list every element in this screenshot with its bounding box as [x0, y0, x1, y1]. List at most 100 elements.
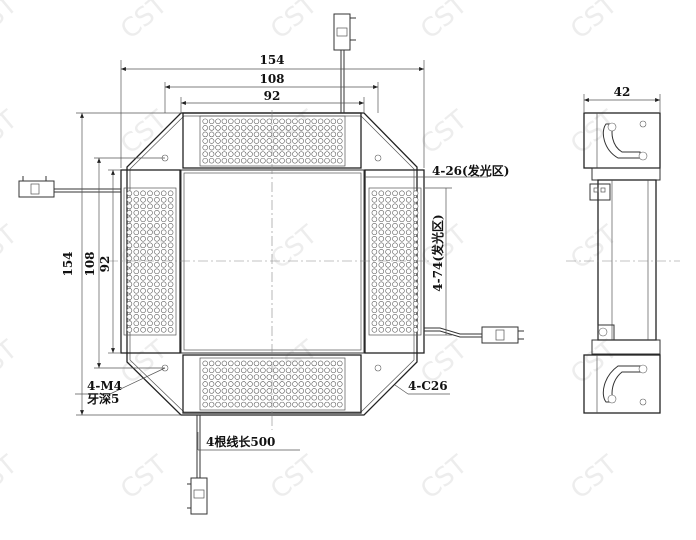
led	[305, 381, 311, 387]
led	[272, 394, 279, 401]
led	[260, 144, 266, 151]
led	[392, 255, 398, 262]
led	[371, 223, 378, 229]
led	[385, 262, 391, 268]
led	[167, 281, 174, 288]
led	[405, 268, 412, 275]
led	[298, 394, 305, 401]
led	[202, 151, 208, 157]
led	[253, 388, 260, 394]
led	[266, 131, 273, 138]
led	[298, 125, 305, 131]
led	[147, 210, 153, 216]
led	[234, 125, 241, 131]
led	[392, 242, 398, 249]
led	[240, 388, 247, 394]
led	[215, 125, 221, 131]
led	[337, 374, 343, 380]
label-emit-area-74: 4-74(发光区)	[430, 214, 445, 291]
led	[167, 203, 174, 210]
led	[140, 301, 146, 307]
led	[240, 157, 247, 164]
led	[160, 320, 167, 327]
led	[405, 320, 412, 327]
led	[202, 394, 208, 401]
led	[392, 314, 398, 320]
led	[311, 367, 317, 374]
led	[154, 294, 160, 301]
led	[160, 307, 167, 314]
led	[292, 125, 298, 131]
led	[260, 388, 266, 394]
led	[126, 223, 133, 229]
led	[405, 236, 412, 242]
led	[167, 210, 174, 216]
led	[202, 157, 208, 164]
led	[147, 216, 153, 223]
led	[160, 275, 167, 281]
led	[317, 151, 324, 157]
led	[305, 151, 311, 157]
led	[392, 236, 398, 242]
led	[317, 118, 324, 125]
led	[234, 151, 241, 157]
led	[405, 229, 412, 236]
led	[167, 268, 174, 275]
led	[378, 197, 385, 203]
led	[311, 360, 317, 367]
led	[412, 242, 419, 249]
led	[337, 360, 343, 367]
dim-left-outer: 154	[61, 251, 75, 276]
led	[147, 255, 153, 262]
led	[234, 118, 241, 125]
led	[399, 262, 405, 268]
led	[405, 249, 412, 255]
led	[228, 144, 234, 151]
led	[266, 125, 273, 131]
led	[337, 138, 343, 144]
led	[405, 210, 412, 216]
led	[371, 288, 378, 294]
led	[305, 360, 311, 367]
led	[266, 394, 273, 401]
led	[385, 320, 391, 327]
watermark-text: CST	[0, 105, 23, 161]
led	[378, 301, 385, 307]
led	[298, 151, 305, 157]
led	[167, 229, 174, 236]
led	[385, 210, 391, 216]
led	[208, 118, 215, 125]
central-window-inner	[183, 172, 362, 351]
led	[298, 144, 305, 151]
led	[266, 360, 273, 367]
led	[234, 144, 241, 151]
led	[371, 210, 378, 216]
led	[247, 360, 253, 367]
led	[412, 210, 419, 216]
led	[266, 381, 273, 387]
led	[399, 216, 405, 223]
central-window	[180, 169, 365, 354]
led	[272, 360, 279, 367]
led	[279, 125, 285, 131]
led	[160, 255, 167, 262]
led	[324, 144, 330, 151]
mount-hole	[374, 364, 382, 372]
led	[221, 138, 228, 144]
led	[208, 151, 215, 157]
led	[399, 301, 405, 307]
led	[202, 381, 208, 387]
led	[305, 138, 311, 144]
led	[154, 275, 160, 281]
led	[253, 144, 260, 151]
led	[140, 216, 146, 223]
led	[215, 138, 221, 144]
led	[160, 229, 167, 236]
led	[371, 236, 378, 242]
right-emit-area	[368, 187, 422, 336]
led	[154, 327, 160, 333]
led	[167, 307, 174, 314]
led	[317, 401, 324, 408]
led	[221, 381, 228, 387]
watermark-text: CST	[0, 220, 23, 276]
